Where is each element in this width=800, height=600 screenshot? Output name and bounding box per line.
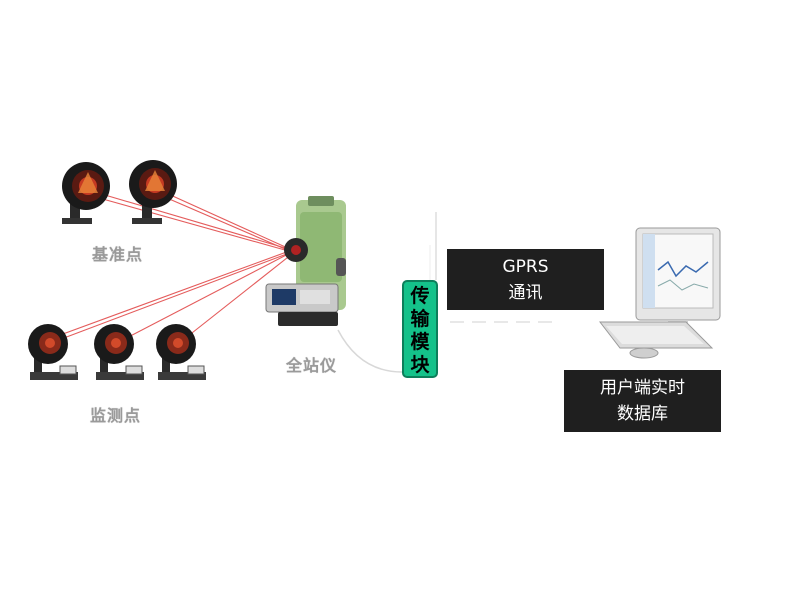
reference-prism	[129, 160, 177, 224]
monitoring-prism	[28, 324, 78, 380]
laser-beams	[47, 187, 293, 345]
gprs-line-1: GPRS	[502, 257, 549, 277]
reference-prism	[62, 162, 110, 224]
monitoring-prism	[94, 324, 144, 380]
reference-points-label: 基准点	[92, 245, 144, 264]
transmission-module-char: 输	[410, 308, 430, 330]
total-station-label: 全站仪	[286, 356, 338, 375]
database-line-2: 数据库	[617, 404, 668, 424]
gprs-line-2: 通讯	[508, 283, 543, 303]
transmission-module-char: 块	[410, 354, 430, 376]
transmission-module-char: 模	[410, 331, 430, 353]
transmission-module-char: 传	[410, 285, 430, 307]
total-station	[265, 196, 346, 326]
monitoring-prism	[156, 324, 206, 380]
realtime-database-box: 用户端实时 数据库	[564, 370, 721, 432]
computer	[598, 227, 721, 359]
database-line-1: 用户端实时	[600, 378, 685, 398]
monitoring-points-label: 监测点	[90, 406, 142, 425]
cable	[337, 329, 403, 373]
gprs-communication-box: GPRS 通讯	[447, 249, 604, 310]
transmission-module-box: 传 输 模 块	[402, 280, 438, 378]
